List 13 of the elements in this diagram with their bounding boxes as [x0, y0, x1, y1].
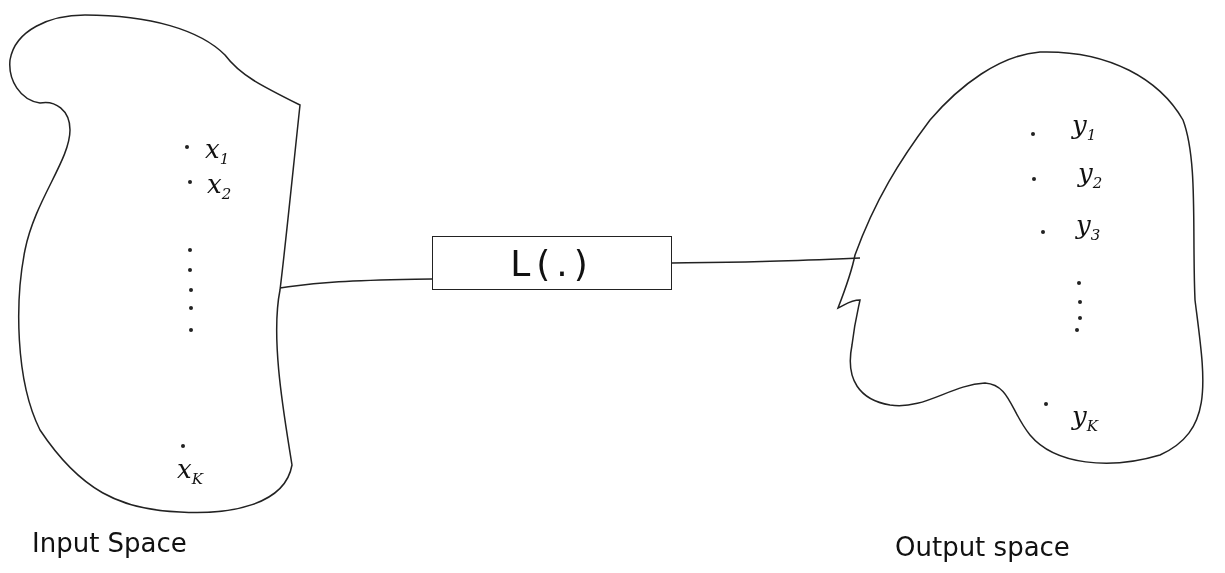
point-label: x$_{2}$ [207, 171, 232, 203]
point-label: x$_{1}$ [205, 136, 230, 168]
point-label: y$_{2}$ [1078, 160, 1103, 192]
operator-label: L(.) [510, 242, 594, 284]
point-label: y$_{1}$ [1072, 112, 1097, 144]
point-label: y$_{3}$ [1076, 212, 1101, 244]
connector-line [279, 278, 433, 289]
point-label: y$_{K}$ [1072, 403, 1098, 435]
space-label: Input Space [32, 528, 187, 558]
connector-line [671, 257, 861, 264]
space-label: Output space [895, 532, 1070, 562]
operator-box [432, 236, 672, 290]
point-label: x$_{K}$ [177, 456, 203, 488]
